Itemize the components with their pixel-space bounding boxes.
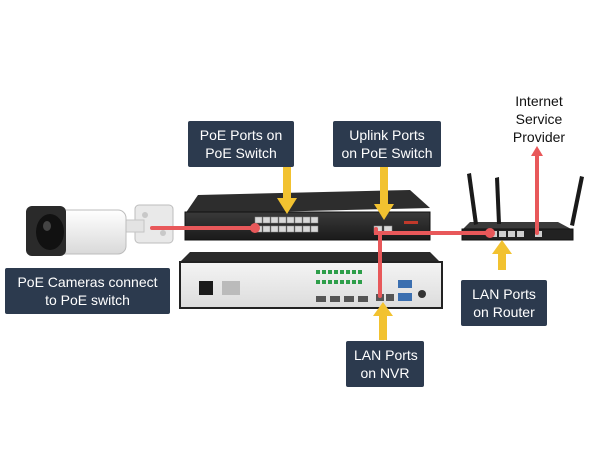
camera-icon: [26, 204, 174, 256]
poe-ports-label-line2: PoE Switch: [205, 145, 277, 161]
router-lan-endpoint: [485, 228, 495, 238]
pointer-arrows: [277, 166, 512, 340]
uplink-ports-pointer: [374, 166, 394, 220]
camera-to-switch-endpoint: [250, 223, 260, 233]
internet-provider-line2: Service: [515, 111, 563, 127]
uplink-ports-label-line1: Uplink Ports: [349, 127, 425, 143]
router-lan-label-line2: on Router: [473, 304, 535, 320]
router-lan-pointer: [492, 240, 512, 270]
nvr-lan-label-line1: LAN Ports: [354, 347, 418, 363]
poe-ports-label: PoE Ports on PoE Switch: [188, 121, 294, 167]
switch-to-router-cable: [374, 227, 492, 235]
isp-arrowhead: [531, 146, 543, 156]
cameras-label: PoE Cameras connect to PoE switch: [5, 268, 170, 314]
internet-provider-line3: Provider: [512, 129, 566, 145]
nvr-lan-label: LAN Ports on NVR: [346, 341, 424, 387]
internet-provider-line1: Internet: [515, 93, 563, 109]
cable-lines: [150, 146, 543, 298]
nvr-lan-pointer: [373, 302, 393, 340]
cameras-label-line2: to PoE switch: [45, 292, 130, 308]
nvr-lan-label-line2: on NVR: [360, 365, 410, 381]
router-icon: [461, 173, 584, 241]
nvr-icon: [179, 252, 443, 309]
uplink-ports-label: Uplink Ports on PoE Switch: [333, 121, 441, 167]
poe-ports-pointer: [277, 166, 297, 214]
router-lan-label-line1: LAN Ports: [472, 286, 536, 302]
router-lan-label: LAN Ports on Router: [461, 280, 547, 326]
internet-provider-label: Internet Service Provider: [496, 92, 582, 146]
cameras-label-line1: PoE Cameras connect: [17, 274, 158, 290]
uplink-ports-label-line2: on PoE Switch: [341, 145, 433, 161]
poe-ports-label-line1: PoE Ports on: [199, 127, 283, 143]
